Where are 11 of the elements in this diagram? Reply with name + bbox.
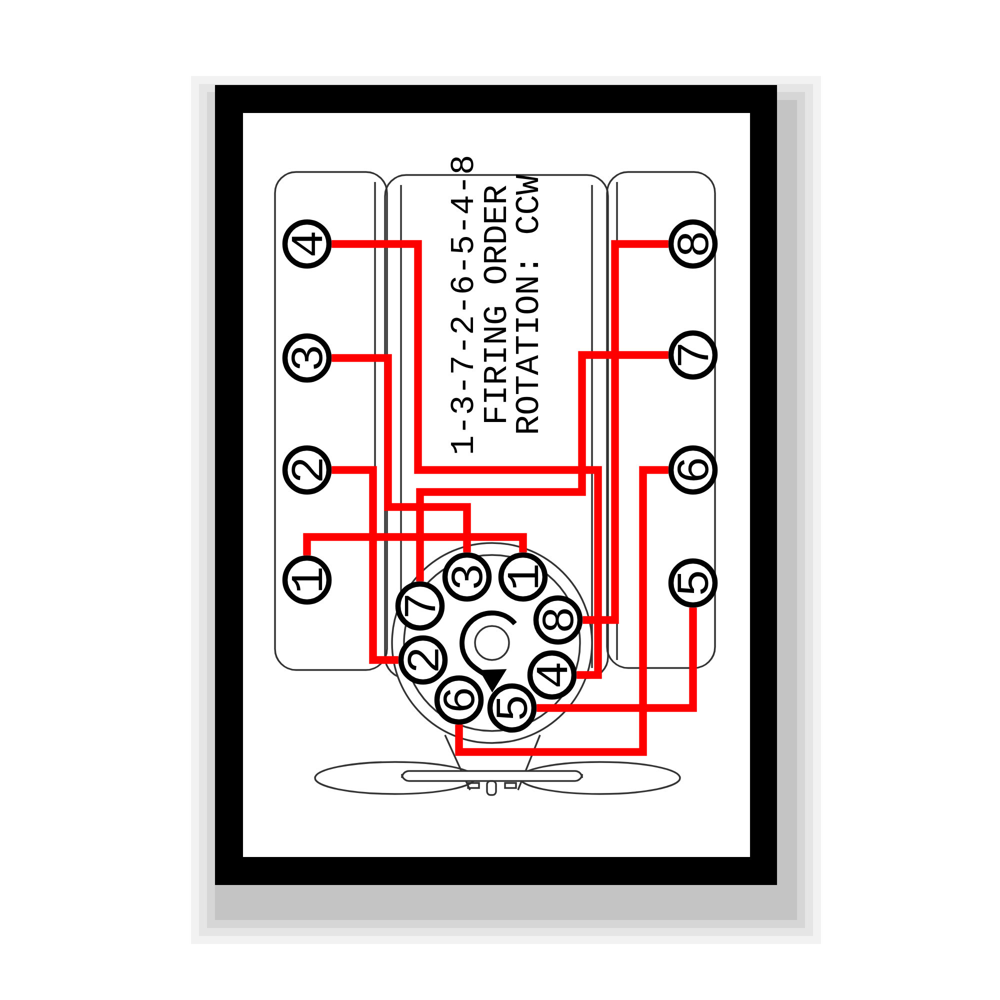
wire <box>455 466 668 756</box>
wire <box>332 354 471 552</box>
wire <box>582 240 668 624</box>
wire <box>332 240 602 679</box>
firing-order-heading: FIRING ORDER <box>484 186 506 422</box>
wire <box>536 608 697 712</box>
rotation-note: ROTATION: CCW <box>516 174 538 433</box>
wire <box>416 351 668 582</box>
wire <box>332 466 398 664</box>
firing-order-sequence: 1-3-7-2-6-5-4-8 <box>450 156 474 453</box>
wire <box>303 533 527 556</box>
